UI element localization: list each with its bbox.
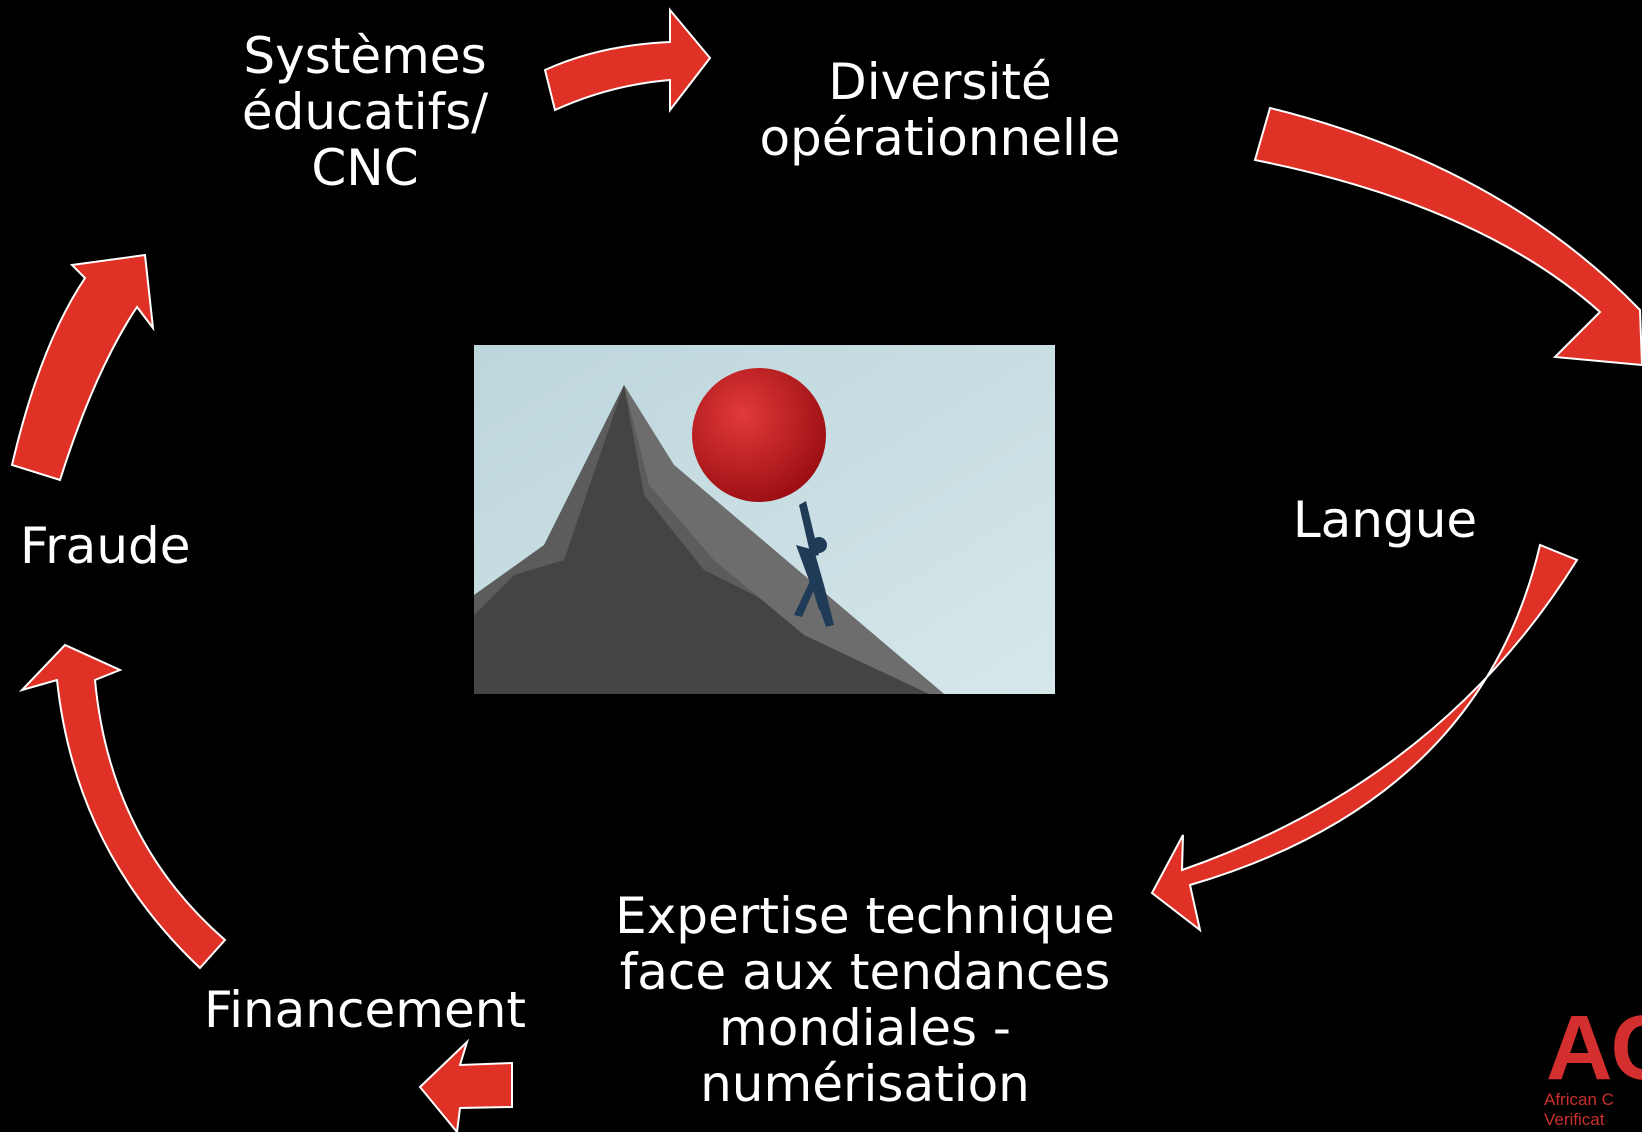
node-expertise-line-3: mondiales - — [719, 999, 1011, 1057]
logo-mark: AC — [1546, 1010, 1642, 1099]
arrow-expertise-to-financement — [418, 1038, 513, 1132]
node-expertise-technique: Expertise technique face aux tendances m… — [585, 888, 1145, 1112]
organization-logo: AC African C Verificat — [1540, 1010, 1642, 1132]
arrow-langue-to-expertise — [1150, 543, 1579, 933]
node-diversite-operationnelle: Diversité opérationnelle — [730, 54, 1150, 166]
node-expertise-line-4: numérisation — [700, 1055, 1030, 1113]
arrow-fraude-to-systemes — [10, 253, 155, 482]
node-financement: Financement — [180, 982, 550, 1038]
logo-line-2: Verificat — [1544, 1110, 1605, 1129]
node-financement-line-1: Financement — [203, 981, 527, 1039]
node-fraude-line-1: Fraude — [20, 517, 191, 575]
node-systemes-line-3: CNC — [311, 139, 419, 197]
sisyphus-illustration — [474, 345, 1055, 694]
node-systemes-educatifs: Systèmes éducatifs/ CNC — [215, 28, 515, 196]
logo-line-1: African C — [1544, 1090, 1614, 1109]
arrow-diversite-to-langue — [1253, 106, 1642, 367]
mountain-front — [474, 385, 929, 694]
node-expertise-line-2: face aux tendances — [619, 943, 1111, 1001]
red-ball — [692, 368, 826, 502]
man-pushing — [794, 501, 834, 627]
node-langue: Langue — [1270, 492, 1500, 548]
node-diversite-line-2: opérationnelle — [759, 109, 1121, 167]
node-langue-line-1: Langue — [1292, 491, 1478, 549]
arrow-financement-to-fraude — [18, 643, 227, 970]
node-fraude: Fraude — [20, 518, 220, 574]
node-expertise-line-1: Expertise technique — [615, 887, 1115, 945]
node-diversite-line-1: Diversité — [828, 53, 1052, 111]
arrow-systemes-to-diversite — [543, 7, 712, 113]
node-systemes-line-1: Systèmes — [243, 27, 487, 85]
node-systemes-line-2: éducatifs/ — [241, 83, 489, 141]
